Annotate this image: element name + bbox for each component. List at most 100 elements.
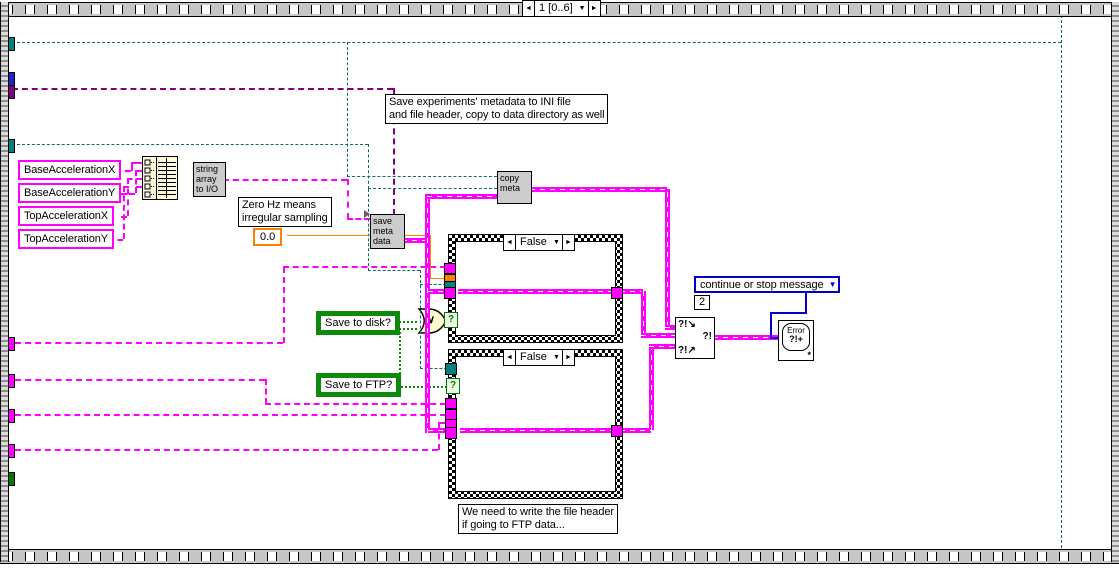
error-handler-node[interactable]: Error ?!+ * [778, 320, 814, 361]
wire-path [368, 189, 369, 271]
boolean-local-save-to-disk[interactable]: Save to disk? [316, 311, 401, 335]
string-constant[interactable]: TopAccelerationX [18, 206, 115, 226]
wire-cluster [665, 325, 675, 330]
case-disk-selector-label[interactable]: False [520, 236, 547, 248]
wire-string [438, 422, 446, 424]
string-array-to-io-node[interactable]: string array to I/O [193, 162, 226, 197]
wire-cluster [427, 194, 497, 199]
wire-string [135, 170, 142, 172]
ring-constant-continue-stop[interactable]: continue or stop message ▼ [694, 276, 841, 293]
boolean-local-label: Save to disk? [320, 315, 397, 331]
wire-path [420, 368, 452, 369]
merge-errors-input-bottom: ?!↗ [678, 345, 696, 356]
wire-cluster [649, 346, 654, 430]
wire-enum [770, 337, 778, 339]
wire-string [131, 162, 142, 164]
sequence-prev-arrow-icon[interactable]: ◄ [523, 1, 535, 16]
sequence-dropdown-icon[interactable]: ▼ [578, 5, 586, 12]
wire-boolean [388, 321, 417, 323]
merge-errors-input-top: ?!↘ [678, 319, 696, 330]
wire-string [131, 162, 133, 171]
wire-string [223, 179, 347, 181]
case-ftp-next-arrow-icon[interactable]: ► [561, 350, 574, 365]
case-ftp-dropdown-icon[interactable]: ▼ [552, 354, 560, 361]
wire-string [265, 379, 267, 404]
case-ftp-selector-terminal: ? [446, 378, 460, 394]
sequence-frame-bottom [0, 549, 1119, 564]
wire-boolean [388, 386, 451, 388]
case-disk-prev-arrow-icon[interactable]: ◄ [504, 235, 516, 250]
tunnel-cluster [611, 425, 623, 437]
wire-path [347, 42, 348, 177]
wire-refnum [393, 88, 395, 215]
case-ftp-selector-label[interactable]: False [520, 351, 547, 363]
save-meta-data-node[interactable]: save meta data [370, 214, 405, 249]
wire-cluster [641, 333, 675, 338]
sequence-frame-left [0, 2, 9, 562]
wire-string [123, 186, 125, 239]
sequence-next-arrow-icon[interactable]: ► [587, 1, 600, 16]
numeric-constant-zero[interactable]: 0.0 [253, 228, 283, 246]
wire-path [420, 270, 421, 369]
wire-string [15, 449, 438, 451]
wire-cluster [649, 344, 675, 349]
wire-cluster [425, 194, 430, 433]
wire-path [347, 176, 497, 177]
wire-string [265, 403, 446, 405]
tunnel-string [444, 263, 456, 274]
wire-cluster [428, 289, 446, 294]
error-bubble-icon: Error ?!+ [782, 323, 810, 351]
wire-string [108, 239, 123, 241]
numeric-constant-message-type[interactable]: 2 [694, 295, 710, 310]
boolean-local-save-to-ftp[interactable]: Save to FTP? [316, 373, 402, 397]
wire-string [438, 423, 440, 450]
wire-cluster [665, 189, 670, 327]
wire-boolean [399, 328, 417, 330]
wire-cluster [713, 335, 778, 340]
sequence-frame-right [1111, 2, 1119, 562]
case-ftp-prev-arrow-icon[interactable]: ◄ [504, 350, 516, 365]
copy-meta-node[interactable]: copy meta [497, 171, 532, 204]
tunnel-cluster [445, 427, 457, 439]
comment-file-header: We need to write the file header if goin… [458, 504, 618, 534]
tunnel-string [445, 398, 457, 409]
wire-numeric [430, 278, 446, 279]
wire-path [1061, 15, 1062, 548]
ring-label: continue or stop message [700, 278, 824, 291]
wire-path [368, 270, 420, 271]
build-array-node[interactable] [142, 156, 178, 200]
case-structure-ftp-body [455, 356, 616, 492]
wire-cluster [458, 289, 611, 294]
wire-string [283, 266, 446, 268]
string-constant[interactable]: BaseAccelerationX [18, 160, 122, 180]
wire-cluster [530, 187, 667, 192]
ring-dropdown-icon[interactable]: ▼ [828, 280, 837, 289]
wire-string [108, 216, 127, 218]
case-ftp-selector[interactable]: ◄ False ▼ ► [503, 349, 575, 366]
case-disk-dropdown-icon[interactable]: ▼ [552, 239, 560, 246]
wire-numeric [287, 235, 430, 236]
tunnel-cluster [611, 287, 623, 299]
wire-refnum [12, 88, 393, 90]
wire-string [347, 218, 370, 220]
tunnel-path [445, 363, 457, 375]
subvi-run-arrow-icon [364, 210, 370, 218]
wire-string [15, 342, 283, 344]
wire-string [123, 186, 142, 188]
error-bubble-line1: Error [787, 326, 805, 335]
tunnel-cluster [444, 287, 456, 299]
wire-string [113, 170, 131, 172]
case-disk-next-arrow-icon[interactable]: ► [561, 235, 574, 250]
wire-enum [805, 293, 807, 312]
wire-path [12, 42, 1061, 43]
wire-string [127, 178, 142, 180]
merge-errors-node[interactable]: ?!↘ ?! ?!↗ [675, 317, 715, 359]
sequence-selector-label[interactable]: 1 [0..6] [539, 2, 573, 14]
error-handler-mark: * [807, 350, 811, 360]
wire-cluster [460, 428, 611, 433]
case-disk-selector[interactable]: ◄ False ▼ ► [503, 234, 575, 251]
string-constant[interactable]: TopAccelerationY [18, 229, 115, 249]
string-constant[interactable]: BaseAccelerationY [18, 183, 122, 203]
comment-zero-hz: Zero Hz means irregular sampling [238, 197, 332, 227]
sequence-selector[interactable]: ◄ 1 [0..6] ▼ ► [522, 0, 601, 17]
